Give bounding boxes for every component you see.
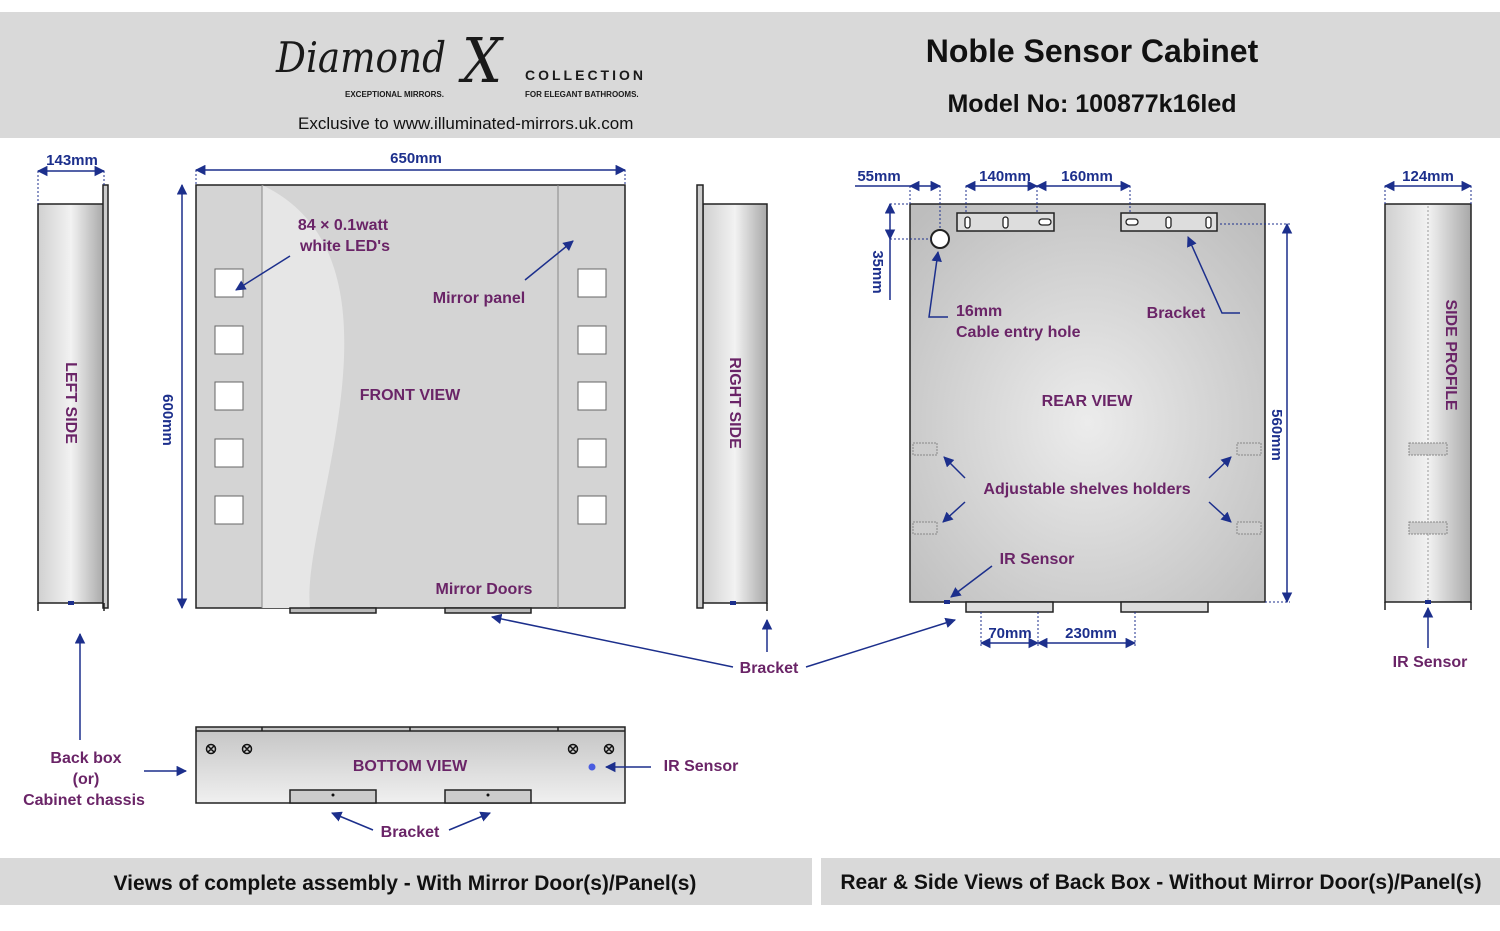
footer-right-caption: Rear & Side Views of Back Box - Without … [840,871,1481,894]
back-box-line1: Back box [50,750,121,767]
side-profile-label: SIDE PROFILE [1442,299,1459,410]
svg-text:Diamond: Diamond [275,33,446,82]
rear-view-label: REAR VIEW [1042,393,1134,410]
footer-band-left [0,858,812,905]
side-profile-view [1384,203,1472,610]
side-profile-width-dim: 124mm [1402,168,1454,185]
mirror-doors-label: Mirror Doors [436,581,533,598]
svg-text:COLLECTION: COLLECTION [525,67,646,83]
dim-35mm: 35mm [869,250,886,293]
back-box-line2: (or) [73,771,100,788]
model-number: Model No: 100877k16led [947,90,1236,118]
footer-band-right [821,858,1500,905]
front-view [195,184,626,614]
rear-bracket-label: Bracket [1147,305,1206,322]
bottom-view [195,726,626,804]
dim-230mm: 230mm [1065,625,1117,642]
cable-hole-line1: 16mm [956,303,1002,320]
product-title: Noble Sensor Cabinet [926,33,1259,69]
bottom-ir-sensor-label: IR Sensor [664,758,739,775]
front-view-label: FRONT VIEW [360,387,461,404]
exclusive-url: Exclusive to www.illuminated-mirrors.uk.… [298,114,633,133]
leds-line1: 84 × 0.1watt [298,217,389,234]
brand-logo: Diamond X COLLECTION EXCEPTIONAL MIRRORS… [275,24,646,99]
left-side-label: LEFT SIDE [62,362,79,444]
dim-70mm: 70mm [988,625,1031,642]
dim-160mm: 160mm [1061,168,1113,185]
right-side-view [696,184,768,611]
svg-text:FOR ELEGANT BATHROOMS.: FOR ELEGANT BATHROOMS. [525,90,639,99]
left-side-width-dim: 143mm [46,152,98,169]
left-side-view [37,184,109,611]
dim-560mm: 560mm [1268,409,1285,461]
front-width-dim: 650mm [390,150,442,167]
dim-55mm: 55mm [857,168,900,185]
svg-text:EXCEPTIONAL MIRRORS.: EXCEPTIONAL MIRRORS. [345,90,444,99]
leds-line2: white LED's [299,238,390,255]
svg-text:X: X [458,24,504,97]
header-band [0,12,1500,138]
rear-view [909,203,1266,613]
mirror-panel-label: Mirror panel [433,290,525,307]
rear-ir-sensor-label: IR Sensor [1000,551,1075,568]
dim-140mm: 140mm [979,168,1031,185]
footer-left-caption: Views of complete assembly - With Mirror… [114,872,697,895]
bottom-bracket-label: Bracket [381,824,440,841]
bottom-view-label: BOTTOM VIEW [353,758,468,775]
back-box-line3: Cabinet chassis [23,792,145,809]
right-side-label: RIGHT SIDE [726,357,743,449]
led-squares [214,268,607,525]
bracket-label: Bracket [740,660,799,677]
shelves-holders-label: Adjustable shelves holders [983,481,1190,498]
cable-hole-line2: Cable entry hole [956,324,1081,341]
front-height-dim: 600mm [159,394,176,446]
side-ir-sensor-label: IR Sensor [1393,654,1468,671]
